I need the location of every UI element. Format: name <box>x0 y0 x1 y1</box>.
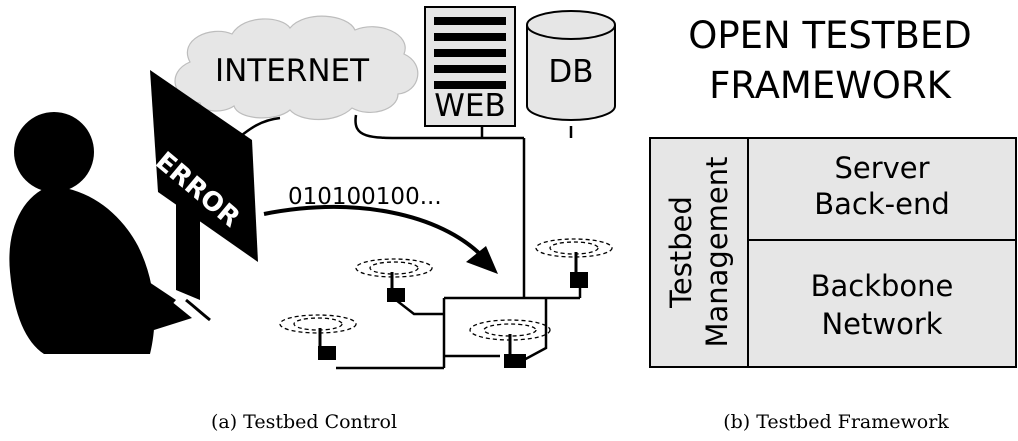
framework-title-line2: FRAMEWORK <box>709 64 953 107</box>
cloud-to-server-wire <box>354 114 524 140</box>
side-label-line1: Testbed <box>664 196 698 309</box>
branch-node1-wire <box>395 299 444 316</box>
monitor-cable <box>185 298 211 322</box>
sensor-node <box>535 238 613 288</box>
db-label: DB <box>548 54 593 90</box>
caption-b: (b) Testbed Framework <box>723 411 949 433</box>
server-backend-cell: Server Back-end <box>814 151 950 221</box>
internet-label: INTERNET <box>215 53 370 89</box>
arrow-head <box>466 246 498 274</box>
network-wires <box>219 114 582 370</box>
bottom-cell-line2: Network <box>821 307 942 341</box>
web-server: WEB <box>424 6 516 127</box>
keyboard <box>112 284 192 330</box>
framework-title-line1: OPEN TESTBED <box>688 14 972 57</box>
monitor-stand <box>176 192 200 300</box>
branch-node3b-wire <box>519 298 548 364</box>
side-label-line2: Management <box>700 156 734 347</box>
user-head <box>14 112 94 192</box>
user-body <box>9 186 155 354</box>
monitor-screen <box>150 70 258 262</box>
bottom-cell-line1: Backbone <box>811 269 954 303</box>
panel-a-testbed-control: INTERNET WEB <box>9 6 616 433</box>
internet-cloud: INTERNET <box>174 15 419 120</box>
db-cylinder: DB <box>526 10 616 121</box>
framework-table: Testbed Management Server Back-end Backb… <box>649 137 1017 368</box>
backbone-network-cell: Backbone Network <box>811 269 954 341</box>
top-cell-line1: Server <box>834 151 929 185</box>
sensor-node <box>355 258 433 302</box>
sensor-node <box>279 314 357 360</box>
testbed-management-cell: Testbed Management <box>664 156 734 347</box>
data-flow-arrow <box>263 205 498 274</box>
panel-b-testbed-framework: OPEN TESTBED FRAMEWORK Testbed Managemen… <box>649 14 1017 433</box>
caption-a: (a) Testbed Control <box>211 411 397 433</box>
sensor-node <box>469 319 551 368</box>
web-label: WEB <box>434 88 506 124</box>
top-cell-line2: Back-end <box>814 187 950 221</box>
user-silhouette <box>9 112 192 354</box>
